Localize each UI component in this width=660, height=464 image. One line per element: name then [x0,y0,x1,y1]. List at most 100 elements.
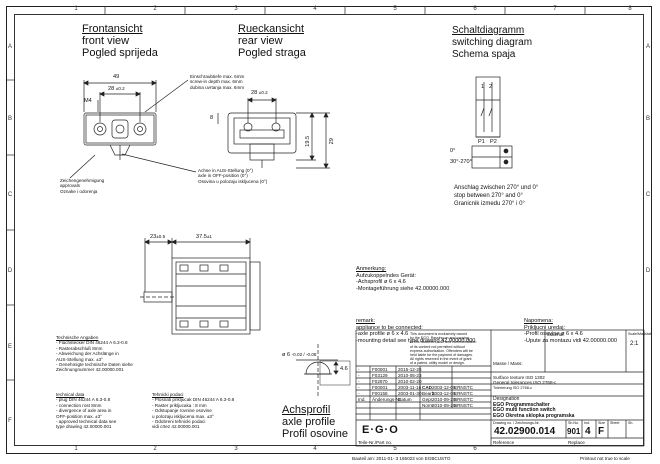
rear-view-title-hr: Pogled straga [238,47,306,59]
col-number: 2 [153,446,157,452]
sig-name: BRNSTC [454,397,473,402]
rear-view-title: Rueckansicht rear view Pogled straga [238,23,306,59]
scale-label: Scale/Maßstab [628,332,652,336]
sig-date: 2003-12-05 [432,385,456,390]
row-letter: D [7,268,13,274]
axle-note: Osovina u polozaju iskljucena (0°) [198,178,268,184]
tech-line: - Abweichung der Achslänge in [56,351,119,357]
remark-line: -mounting detail see type drawing 42.000… [356,337,476,344]
rev-row-date: 2003-01-30 [398,391,422,396]
remark-line: -axle profile ø 6 x 4.6 [356,331,409,338]
front-view-title-de: Frontansicht [82,23,143,35]
dim-29: 29 [328,138,335,145]
tech-line: - Flachstecker DIN 46244 A 6.3-0.8 [56,340,128,346]
remark-line: -Profil osovine ø 6 x 4.6 [524,331,583,338]
approval-note: Zeichengenehmigung [60,178,105,183]
row-letter: A [7,44,12,50]
rev-row-date: 2010-02-20 [398,379,422,384]
dim-28b: 28 ±0.2 [251,90,268,96]
rev-row-date: 2015-12-25 [398,367,422,372]
tech-line: Zeichnungnummer 42.00000.001 [56,367,124,373]
approval-notes: Zeichengenehmigung approvals Oznake i od… [60,178,104,194]
contact-2: 2 [489,84,493,90]
remark-de-head: Anmerkung: [356,266,387,272]
rev-row-idx: - [358,367,360,372]
sig-date: 2010-09-20 [432,397,456,402]
axle-note: axle in OFF-position (0°) [198,173,248,179]
front-view-title: Frontansicht front view Pogled sprijeda [82,23,158,59]
rev-row-idx: - [358,379,360,384]
col-number: 2 [153,6,157,12]
remark-line: appliance to be connected: [356,324,423,331]
row-letter: C [645,192,651,198]
switching-title-hr: Schema spaja [452,49,516,60]
axle-position-notes: Achse in AUS-Stellung (0°) axle in OFF-p… [198,168,267,184]
sheet-label-2: Sheet [610,421,620,425]
rev-head-idx: Ind. [358,397,366,402]
rev-row-date: 2010-05-23 [398,373,422,378]
dim-28a: 28 ±0.2 [108,86,125,92]
tech-line: - divergence of axle area in [56,408,112,414]
front-view-title-en: front view [82,35,130,47]
drawing-number: 42.02900.014 [494,426,556,437]
footer-scale-note: Printout not true to scale [580,456,630,461]
replace-label: Replace [568,440,585,445]
col-number: 1 [74,6,78,12]
rev-row-idx: - [358,373,360,378]
row-letter: A [645,44,650,50]
rev-row-idx: - [358,385,360,390]
sig-role: Bearb. [422,391,436,396]
rear-view-title-en: rear view [238,35,283,47]
sheet-label: Sh.No. [568,421,579,425]
remark-line: -Achsprofil ø 6 x 4.6 [356,279,406,286]
designation-hr: EGO Okretna sklopka programska [493,412,575,419]
sig-date: 2010-09-20 [432,403,456,408]
remark-line: Aufzukoppelndes Gerät: [356,272,417,279]
sig-date: 2003-12-05 [432,391,456,396]
col-number: 3 [234,446,238,452]
surface-note: Surface texture ISO 1302 [493,375,545,380]
front-view-title-hr: Pogled sprijeda [82,47,158,59]
tech-line: - Odstupanje rovnine osovine [152,408,212,414]
dim-49: 49 [113,74,120,80]
stop-note: Granicnik izmedu 270° i 0° [454,201,525,207]
tech-line: - plug DIN 46244 A 6.3-0.8 [56,397,111,403]
row-letter: B [7,116,12,122]
tech-hr-head: Tehnicki podaci [152,392,184,397]
tech-line: - Raster prikljucaka : 8 mm [152,402,207,408]
remark-en-head: remark: [356,318,375,324]
sig-role: Gepr. [422,397,434,402]
tech-data-hr: Tehnicki podaci - Plosnati prikljucak DI… [152,392,234,430]
rev-row-no: F00001 [372,385,388,390]
rev-row-no: F03129 [372,373,388,378]
tech-de-head: Technische Angaben [56,335,99,340]
designation-label: Designation [493,396,520,402]
designation-en: EGO multi function switch [493,407,556,414]
col-number: 5 [393,6,397,12]
copyright-line: This document is exclusively owned [410,332,468,336]
stop-note: Anschlag zwischen 270° und 0° [454,185,539,191]
sheet-label-3: Sh. [628,421,634,425]
row-30-270deg: 30°-270° [450,159,472,165]
tech-data-en: technical data - plug DIN 46244 A 6.3-0.… [56,392,116,430]
tech-line: - approved technical data see [56,419,117,425]
remark-hr-head: Napomena: [524,318,553,324]
switching-diagram-title: Schaltdiagramm switching diagram Schema … [452,25,532,61]
part-no-label: Teile-Nr./Part no. [358,440,393,445]
size-label: Size [598,421,605,425]
row-letter: F [8,418,12,424]
rev-row-no: F00158 [372,391,388,396]
col-number: 6 [473,6,477,12]
copyright-line: held liable for the payment of damages. [410,353,473,358]
approval-note: Oznake i odorenja [60,188,98,194]
axle-title-de: Achsprofil [282,404,331,416]
tolerance-note: General tolerances ISO 2768-c [493,380,557,385]
approval-note: approvals [60,183,80,189]
scale-value: 2:1 [630,341,639,347]
dim-m4: M4 [84,98,92,104]
tech-line: vidi crtez 42.00000.001 [152,424,200,430]
copyright-line: of this document, use and communication [410,340,477,345]
tech-data-de: Technische Angaben - Flachstecker DIN 46… [56,335,133,373]
row-letter: D [645,268,651,274]
copyright-line: express authorization. Offenders will be [410,348,473,353]
